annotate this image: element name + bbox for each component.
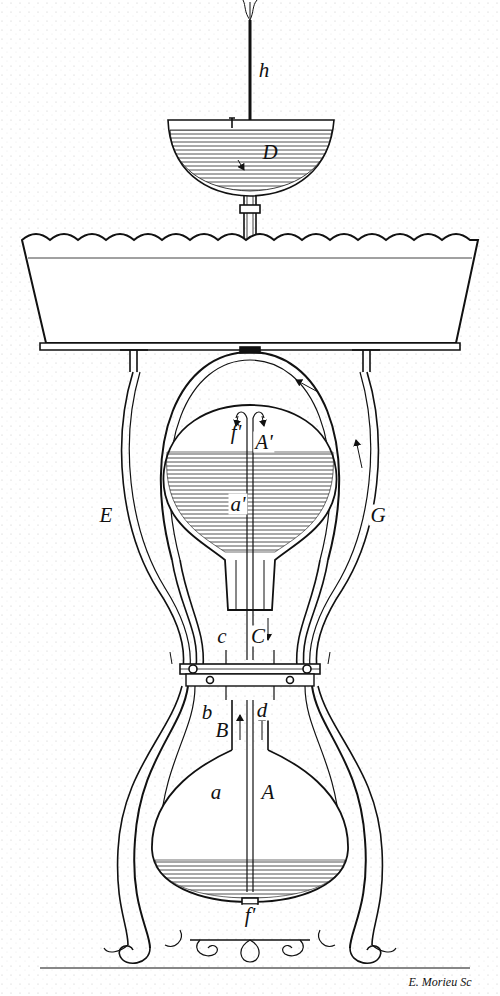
part-letter: A (260, 782, 277, 803)
part-letter: f' (229, 422, 243, 443)
part-letter: h (257, 60, 272, 81)
part-letter: d (255, 700, 270, 721)
part-letter: c (215, 626, 228, 647)
engraver-signature: E. Morieu Sc (407, 976, 474, 988)
part-letter: C (249, 626, 267, 647)
part-letter: b (200, 702, 215, 723)
part-letter: D (260, 142, 279, 163)
part-letter: f' (243, 905, 257, 926)
part-letter: G (368, 505, 387, 526)
part-letter: A' (253, 432, 274, 453)
part-letter: E (98, 505, 115, 526)
part-letter: a (209, 782, 224, 803)
part-letter: a' (229, 494, 248, 515)
part-letter: B (214, 720, 231, 741)
